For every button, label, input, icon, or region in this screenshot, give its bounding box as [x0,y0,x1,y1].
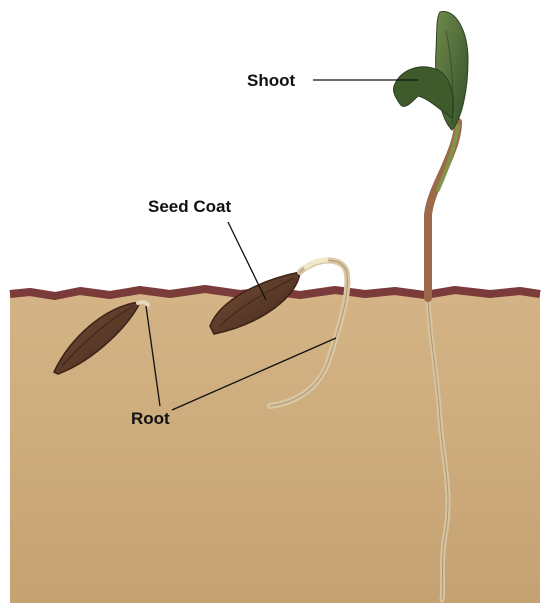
shoot-label: Shoot [247,72,295,89]
seed-coat-label: Seed Coat [148,198,231,215]
root-label: Root [131,410,170,427]
seed-coat-leader-line [228,222,266,300]
